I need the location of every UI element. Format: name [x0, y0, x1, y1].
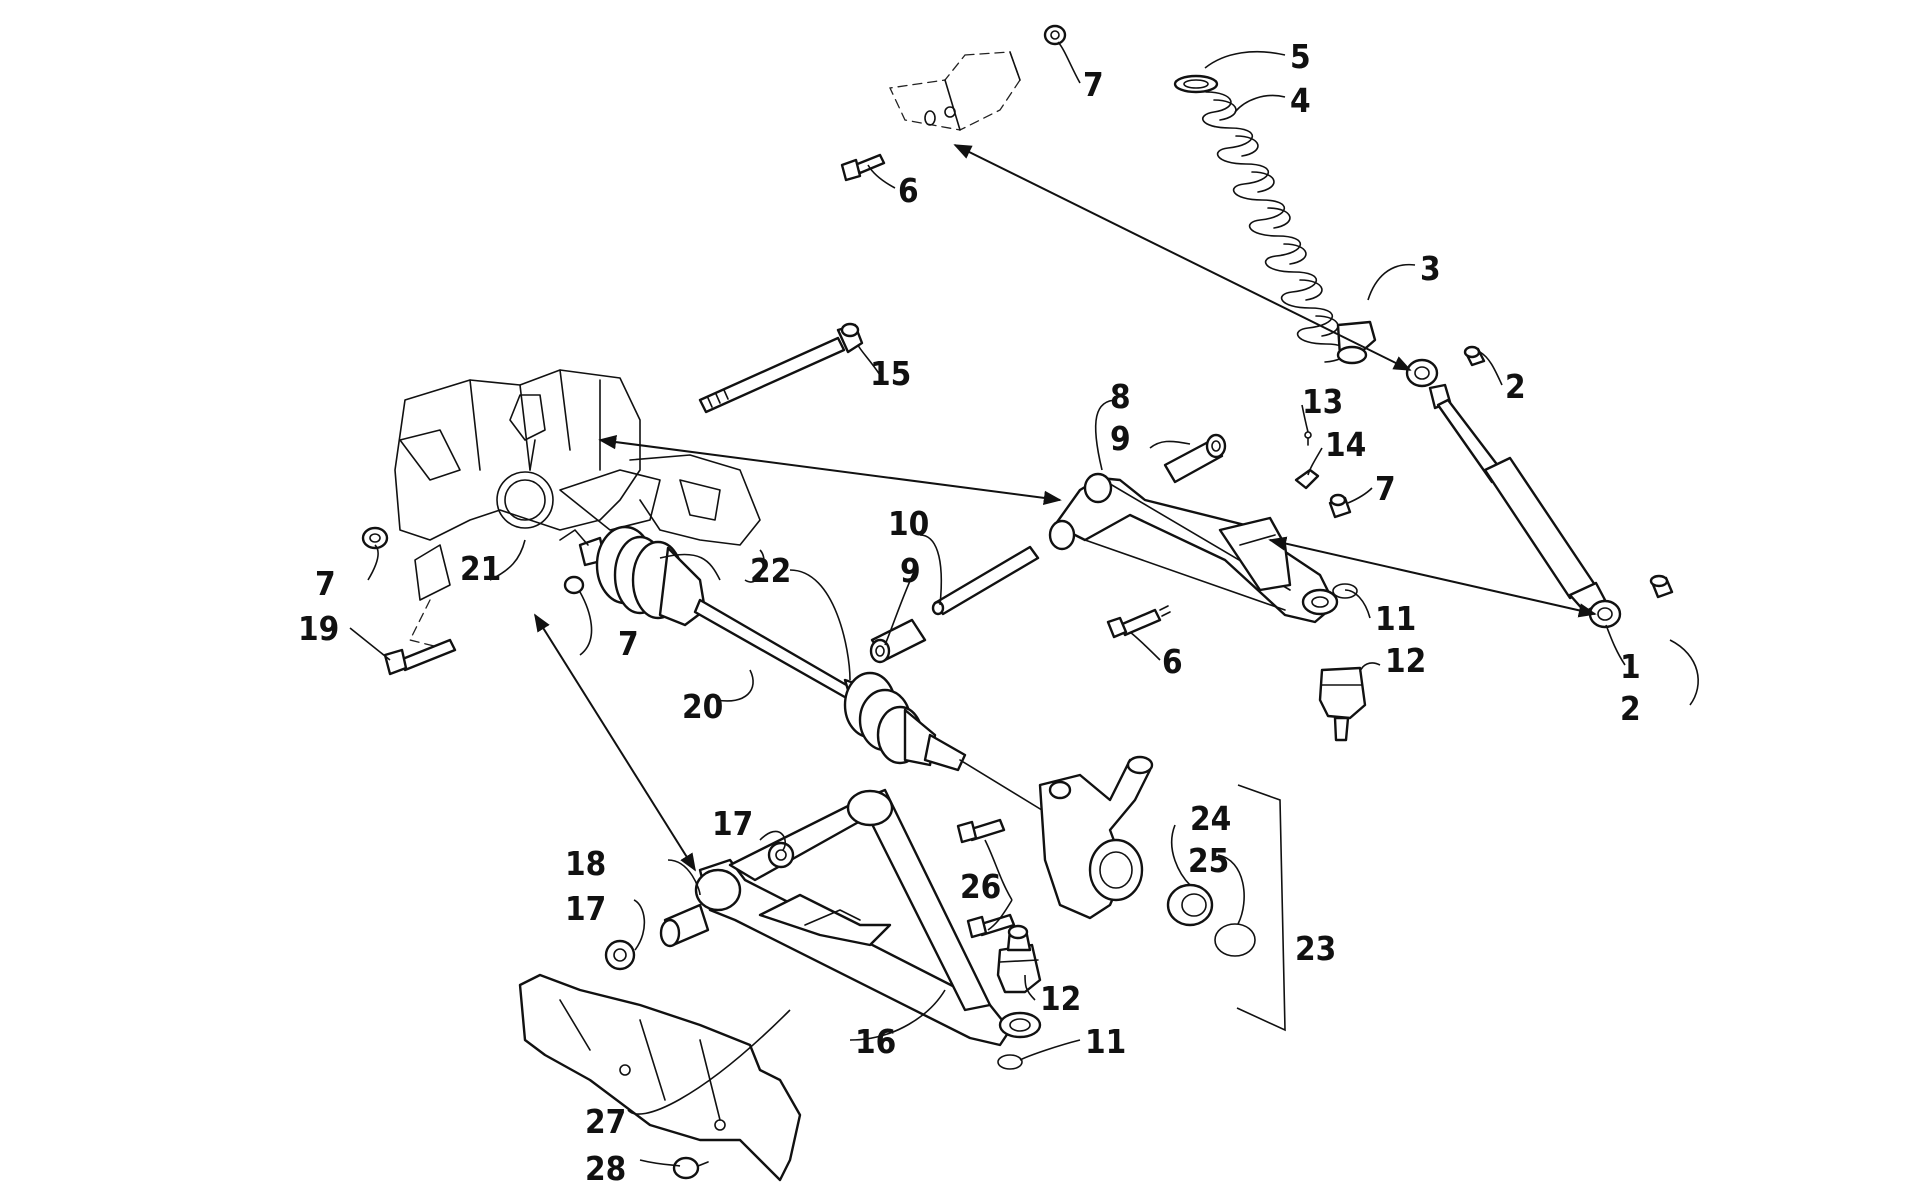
label-25: 25	[1188, 841, 1229, 880]
brake-line-clip	[1294, 468, 1320, 490]
upper-arm-nut	[1328, 493, 1352, 519]
hub-kit-bracket	[1236, 784, 1286, 1032]
spring-clip	[559, 529, 589, 546]
label-11-lower: 11	[1085, 1022, 1126, 1061]
long-pivot-bolt	[698, 322, 864, 414]
upper-shock-bracket	[889, 51, 1021, 131]
bearing-snap-ring	[1214, 923, 1256, 957]
shock-bushing-upper	[1463, 345, 1486, 367]
label-11-upper: 11	[1375, 599, 1416, 638]
label-18: 18	[565, 844, 606, 883]
wheel-bearing	[1166, 883, 1214, 927]
pivot-bushing-upper-rear	[1163, 433, 1227, 484]
lower-a-arm	[694, 788, 1042, 1047]
label-26: 26	[960, 867, 1001, 906]
label-19: 19	[298, 609, 339, 648]
frame-nut-left	[361, 526, 389, 550]
label-22: 22	[750, 551, 791, 590]
frame-nut-lower	[563, 575, 585, 595]
label-12-lower: 12	[1040, 979, 1081, 1018]
grease-fitting	[1304, 431, 1312, 446]
label-7-top: 7	[1083, 65, 1104, 104]
callouts: 1 2 2 3 4 5 6 6 7 7 7 7 8 9 9 10 11 11 1…	[298, 37, 1641, 1188]
upper-arm-bolt	[1106, 605, 1171, 639]
lower-bushing-rear	[767, 841, 795, 869]
guard-fastener	[672, 1156, 709, 1180]
label-27: 27	[585, 1102, 626, 1141]
label-2-lower: 2	[1620, 689, 1641, 728]
label-16: 16	[855, 1022, 896, 1061]
lower-pivot-bushing	[659, 903, 710, 948]
spring-retainer-top	[1173, 74, 1219, 94]
label-10: 10	[888, 504, 929, 543]
label-8: 8	[1110, 377, 1131, 416]
knuckle-bolt-lower	[966, 913, 1016, 939]
bracket-bolt-top	[840, 153, 886, 182]
label-6-lower: 6	[1162, 642, 1183, 681]
label-7-right: 7	[1375, 469, 1396, 508]
lower-snap-ring	[997, 1054, 1023, 1070]
label-5: 5	[1290, 37, 1311, 76]
label-1: 1	[1620, 647, 1641, 686]
a-arm-guard	[518, 973, 802, 1182]
label-17-upper: 17	[712, 804, 753, 843]
upper-ball-joint	[1318, 666, 1367, 742]
label-24: 24	[1190, 799, 1231, 838]
pivot-tube	[931, 545, 1040, 616]
upper-a-arm	[1048, 472, 1339, 624]
label-6-upper: 6	[898, 171, 919, 210]
knuckle-bolt-upper	[956, 818, 1006, 844]
label-2-upper: 2	[1505, 367, 1526, 406]
lower-ball-joint	[996, 924, 1042, 994]
steering-knuckle	[1038, 755, 1154, 920]
attachment-arrows	[534, 144, 1597, 872]
label-21: 21	[460, 549, 501, 588]
label-9-upper: 9	[1110, 419, 1131, 458]
label-3: 3	[1420, 249, 1441, 288]
label-15: 15	[870, 354, 911, 393]
frame-bolt-lower	[383, 638, 457, 676]
label-7-center: 7	[618, 624, 639, 663]
shock-bushing-lower	[1649, 574, 1674, 599]
coil-spring	[1202, 91, 1348, 363]
pivot-bushing-upper-front	[869, 618, 927, 664]
lower-bushing-front	[604, 939, 636, 971]
drive-axle	[578, 525, 1051, 816]
leader-lines	[349, 41, 1699, 1167]
label-23: 23	[1295, 929, 1336, 968]
label-13: 13	[1302, 382, 1343, 421]
label-9-lower: 9	[900, 551, 921, 590]
label-20: 20	[682, 687, 723, 726]
label-14: 14	[1325, 425, 1366, 464]
label-4: 4	[1290, 81, 1311, 120]
upper-snap-ring	[1332, 583, 1358, 599]
label-7-left: 7	[315, 564, 336, 603]
label-17-lower: 17	[565, 889, 606, 928]
label-28: 28	[585, 1149, 626, 1188]
bracket-nut-top	[1043, 24, 1067, 46]
label-12-upper: 12	[1385, 641, 1426, 680]
